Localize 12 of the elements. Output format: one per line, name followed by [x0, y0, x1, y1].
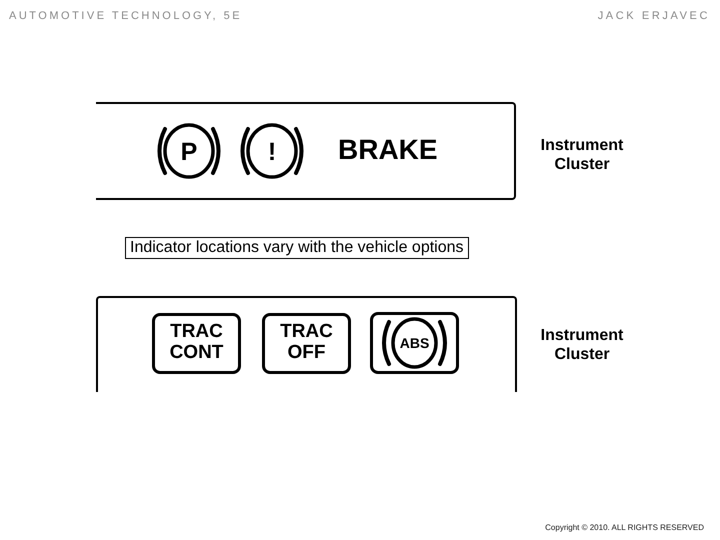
abs-warning-lamp: ABS — [370, 312, 459, 374]
traction-off-lamp: TRAC OFF — [262, 313, 351, 374]
copyright-notice: Copyright © 2010. ALL RIGHTS RESERVED — [545, 523, 704, 533]
traction-control-lamp: TRAC CONT — [152, 313, 241, 374]
instrument-panel — [96, 296, 517, 392]
brake-warning-text: BRAKE — [338, 135, 438, 165]
panel-caption: Instrument Cluster — [540, 136, 624, 174]
instrument-panel — [96, 102, 516, 200]
book-title: AUTOMOTIVE TECHNOLOGY, 5E — [9, 10, 242, 23]
panel-caption: Instrument Cluster — [540, 326, 624, 364]
author-name: JACK ERJAVEC — [598, 10, 710, 23]
note-box: Indicator locations vary with the vehicle options — [125, 237, 469, 259]
